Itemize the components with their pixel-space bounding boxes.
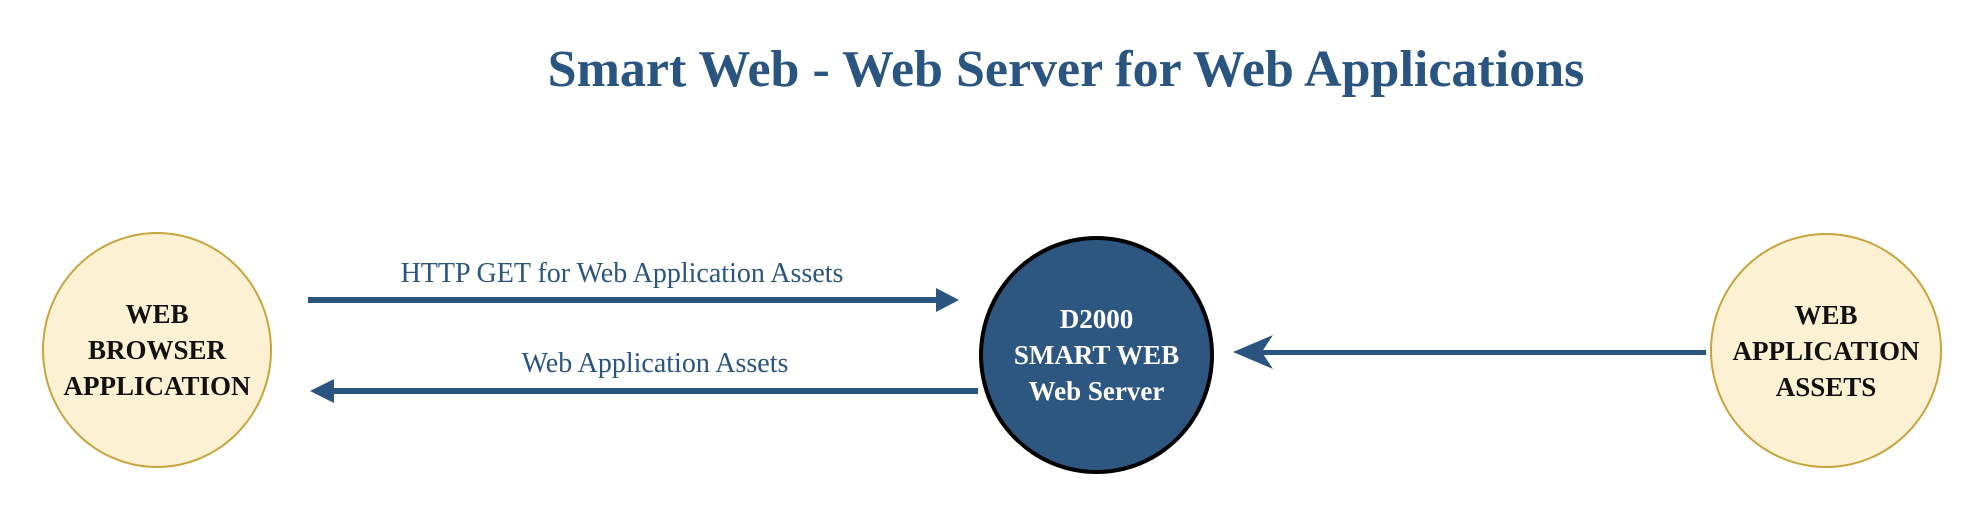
arrow-label-http-get: HTTP GET for Web Application Assets (400, 258, 844, 289)
node-label-line: WEB (1794, 299, 1858, 330)
diagram-title: Smart Web - Web Server for Web Applicati… (547, 41, 1585, 98)
node-label-line: WEB (125, 299, 189, 329)
arrow-shaft-assets-feed (1260, 350, 1706, 355)
node-label-line: ASSETS (1775, 371, 1877, 402)
arrow-shaft-http-get (308, 297, 938, 303)
node-label-line: D2000 (1059, 304, 1134, 334)
node-web-application-assets: WEB APPLICATION ASSETS (1710, 233, 1942, 468)
arrow-shaft-response (332, 388, 978, 394)
node-label-line: APPLICATION (63, 371, 251, 401)
arrow-label-response: Web Application Assets (521, 348, 789, 379)
node-label-line: BROWSER (87, 335, 227, 365)
node-label-line: APPLICATION (1732, 335, 1920, 366)
node-label-line: Web Server (1028, 376, 1165, 406)
arrowhead-left-icon (310, 379, 334, 403)
node-d2000-smart-web-server: D2000 SMART WEB Web Server (979, 236, 1214, 474)
node-label-line: SMART WEB (1013, 340, 1180, 370)
arrowhead-right-icon (936, 288, 959, 312)
node-web-browser-application: WEB BROWSER APPLICATION (42, 232, 272, 468)
